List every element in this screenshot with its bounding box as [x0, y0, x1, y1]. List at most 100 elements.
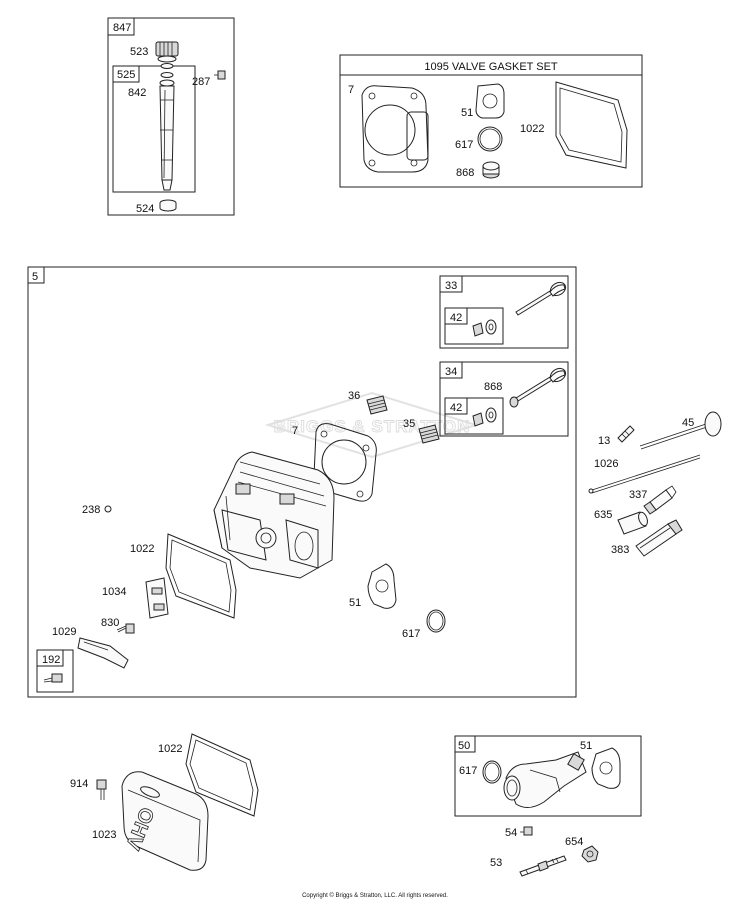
seal-524-part — [159, 199, 177, 212]
label-36: 36 — [348, 390, 360, 402]
group-34-label: 34 — [445, 366, 457, 378]
group-5-cylinder-head: 5 33 42 34 42 868 — [27, 266, 577, 698]
tappet-635-part — [617, 511, 648, 535]
guide-383-part — [635, 519, 683, 557]
group-50-intake: 50 617 51 54 654 — [454, 735, 642, 877]
label-287: 287 — [192, 76, 210, 88]
keeper-42b-part — [472, 407, 497, 427]
screw-830-part — [116, 623, 135, 634]
watermark-text: BRIGGS & STRATTON — [274, 417, 471, 436]
label-617-head: 617 — [402, 628, 420, 640]
group-34-tag — [439, 361, 463, 379]
label-51-intake: 51 — [580, 740, 592, 752]
valve-train-parts: 13 45 1026 337 635 — [588, 411, 722, 557]
label-1023: 1023 — [92, 829, 116, 841]
label-35: 35 — [403, 418, 415, 430]
label-54: 54 — [505, 827, 517, 839]
label-842: 842 — [128, 87, 146, 99]
breather-tube-1029-part — [77, 637, 129, 669]
group-42a-frame — [444, 307, 504, 345]
label-635: 635 — [594, 509, 612, 521]
o-ring-617-head-part — [426, 609, 446, 633]
group-42b-tag — [444, 397, 468, 415]
group-50-frame — [454, 735, 642, 817]
label-524: 524 — [136, 203, 154, 215]
intake-elbow-part — [503, 751, 587, 808]
label-1022-cover: 1022 — [158, 743, 182, 755]
label-1029: 1029 — [52, 626, 76, 638]
group-847-label: 847 — [113, 22, 131, 34]
label-830: 830 — [101, 617, 119, 629]
group-42b-label: 42 — [450, 402, 462, 414]
keeper-42a-part — [472, 319, 497, 337]
bolt-287-part — [214, 70, 226, 80]
stud-53-part — [519, 855, 567, 877]
label-7-set: 7 — [348, 84, 354, 96]
group-525-frame — [112, 65, 196, 193]
group-1095-frame — [339, 54, 643, 188]
plug-238-part — [104, 505, 112, 513]
valve-spring-35-part — [418, 424, 440, 444]
label-617-intake: 617 — [459, 765, 477, 777]
label-1026: 1026 — [594, 458, 618, 470]
bolt-914-part — [96, 779, 107, 800]
group-42a-label: 42 — [450, 312, 462, 324]
group-50-label: 50 — [458, 740, 470, 752]
label-383: 383 — [611, 544, 629, 556]
push-rod-1026-part — [588, 454, 701, 494]
valve-cover-1023-part: OHV — [120, 771, 209, 871]
group-525-tag — [112, 65, 140, 83]
label-53: 53 — [490, 857, 502, 869]
group-5-frame — [27, 266, 577, 698]
label-654: 654 — [565, 836, 583, 848]
label-45: 45 — [682, 417, 694, 429]
label-914: 914 — [70, 778, 88, 790]
valve-seal-868-set-part — [482, 161, 500, 179]
label-238: 238 — [82, 504, 100, 516]
group-33-frame — [439, 275, 569, 349]
group-525-label: 525 — [117, 69, 135, 81]
label-51-set: 51 — [461, 107, 473, 119]
valve-45-part — [639, 411, 722, 450]
label-13: 13 — [598, 435, 610, 447]
o-ring-617-set-part — [477, 126, 503, 152]
label-1022-head: 1022 — [130, 543, 154, 555]
o-ring-617-intake-part — [482, 760, 502, 784]
group-847-frame — [107, 17, 235, 216]
group-42b-frame — [444, 397, 504, 435]
breather-plate-1034-part — [145, 577, 169, 619]
group-1095-valve-gasket-set: 1095 VALVE GASKET SET 7 51 617 868 — [339, 54, 643, 188]
label-1034: 1034 — [102, 586, 126, 598]
gasket-51-set-part — [475, 83, 505, 119]
head-gasket-7-part — [361, 85, 429, 173]
group-847-tag — [107, 17, 135, 36]
group-33-label: 33 — [445, 280, 457, 292]
cover-gasket-1022-head-part — [165, 533, 237, 619]
group-5-label: 5 — [32, 271, 38, 283]
spark-plug-337-part — [643, 485, 677, 515]
group-192-tag — [36, 649, 64, 667]
group-34-frame — [439, 361, 569, 437]
intake-gasket-51-part — [367, 563, 397, 609]
label-523: 523 — [130, 46, 148, 58]
label-51-head: 51 — [349, 597, 361, 609]
group-5-tag — [27, 266, 45, 284]
valve-33-part — [515, 281, 567, 316]
cover-gasket-1022-lower-part — [185, 733, 259, 817]
rocker-stud-13-part — [617, 425, 635, 443]
label-337: 337 — [629, 489, 647, 501]
intake-gasket-51-lower-part — [591, 747, 621, 789]
group-1095-title: 1095 VALVE GASKET SET — [424, 61, 558, 73]
rocker-cover-group: 1022 914 OHV 1023 — [70, 733, 259, 871]
label-868-34: 868 — [484, 381, 502, 393]
group-33-tag — [439, 275, 463, 293]
dipstick-tube-part — [159, 72, 175, 191]
label-868-set: 868 — [456, 167, 474, 179]
valve-spring-36-part — [366, 395, 388, 415]
nut-654-part — [581, 845, 599, 863]
group-50-tag — [454, 735, 476, 753]
label-1022-set: 1022 — [520, 123, 544, 135]
dipstick-cap-part — [155, 41, 179, 69]
bolt-54-part — [520, 826, 533, 836]
fitting-192-part — [43, 673, 63, 683]
